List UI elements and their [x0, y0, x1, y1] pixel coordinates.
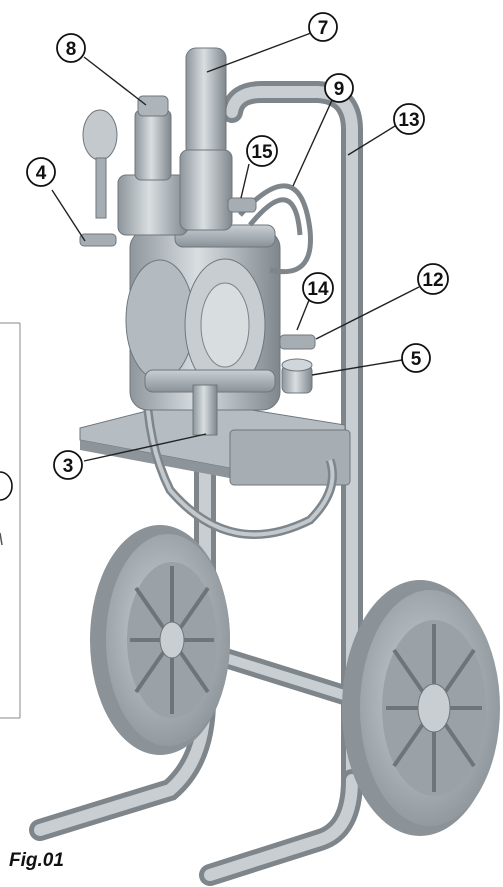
callout-3: 3	[53, 450, 83, 480]
svg-text:9: 9	[334, 79, 345, 100]
svg-text:7: 7	[318, 18, 329, 39]
callout-7: 7	[308, 12, 338, 42]
callout-8: 8	[56, 33, 86, 63]
svg-text:14: 14	[307, 279, 329, 300]
callout-9: 9	[324, 73, 354, 103]
callout-14: 14	[302, 272, 334, 304]
inline-fitting	[227, 197, 257, 213]
callouts: 7 8 9 13 15 4 14 12	[26, 12, 449, 480]
diaphragm-pump	[125, 224, 281, 436]
callout-15: 15	[246, 135, 278, 167]
leader-lines	[51, 32, 420, 462]
svg-text:12: 12	[422, 270, 443, 291]
svg-text:5: 5	[411, 349, 422, 370]
svg-text:13: 13	[398, 110, 419, 131]
svg-text:15: 15	[251, 142, 273, 163]
callout-5: 5	[401, 343, 431, 373]
outlet-coil	[238, 183, 313, 275]
callout-12: 12	[417, 263, 449, 295]
outlet-valve	[279, 334, 316, 350]
left-wheel	[90, 525, 230, 755]
svg-text:4: 4	[36, 163, 47, 184]
muffler	[179, 47, 233, 231]
right-wheel	[342, 580, 500, 836]
air-regulator	[79, 95, 189, 247]
figure-caption: Fig.01	[9, 850, 64, 871]
inset-frame	[0, 322, 21, 719]
control-knob	[281, 358, 313, 394]
callout-13: 13	[393, 103, 425, 135]
svg-text:3: 3	[63, 456, 74, 477]
callout-4: 4	[26, 157, 56, 187]
svg-text:8: 8	[66, 39, 77, 60]
